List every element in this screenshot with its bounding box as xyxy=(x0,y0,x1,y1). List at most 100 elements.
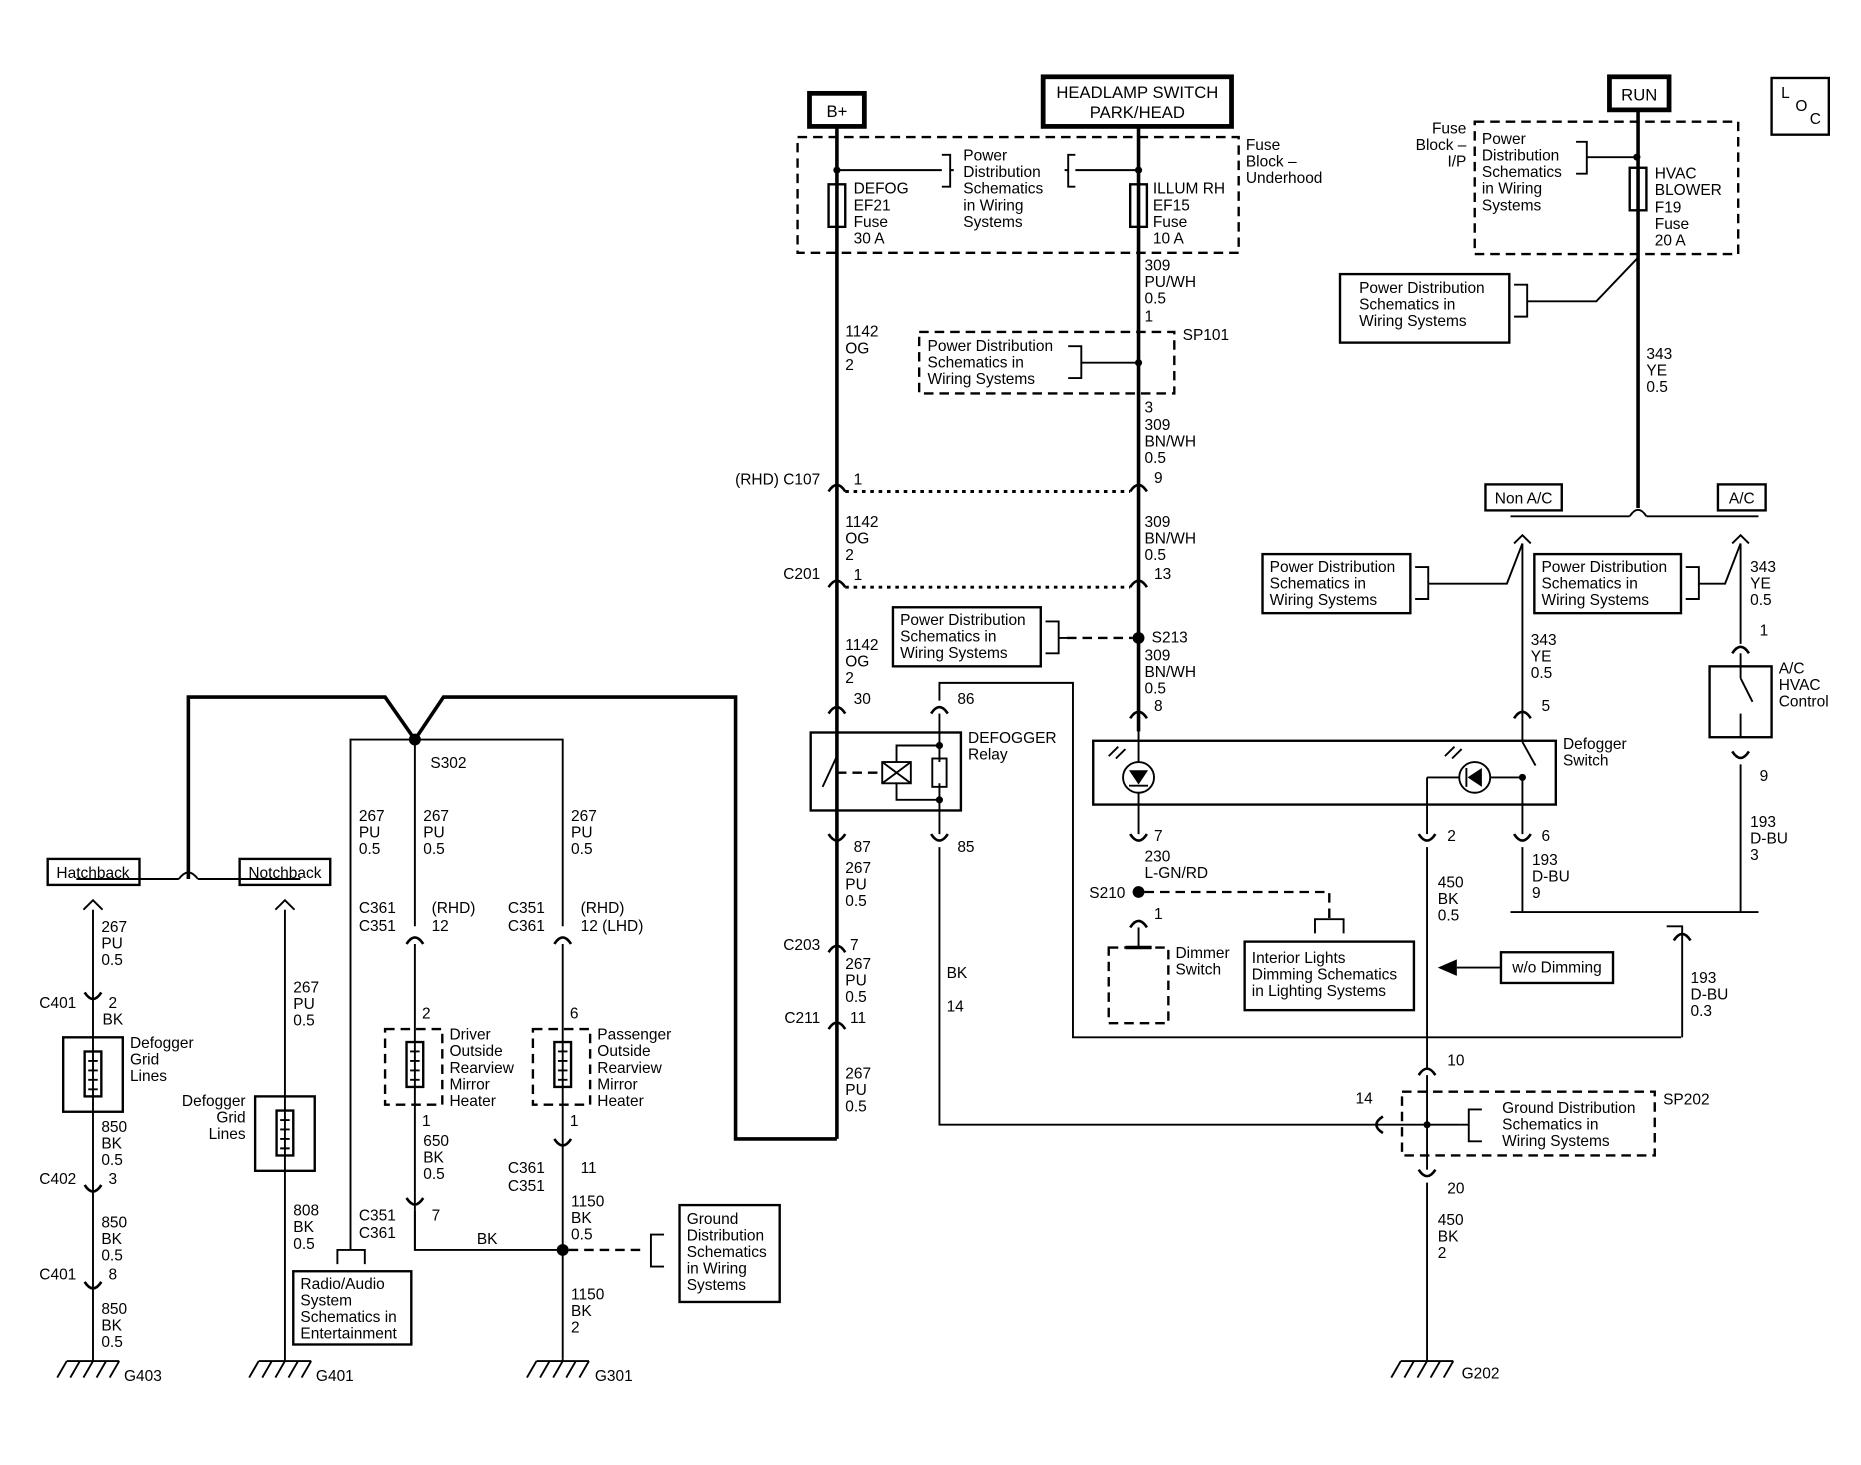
dimmer-switch-label-2: Switch xyxy=(1175,962,1221,979)
passenger-mirror-4: Mirror xyxy=(597,1076,637,1093)
driver-connector-1: C361 xyxy=(359,900,396,917)
ref-ground-dist-sp202-1: Ground Distribution xyxy=(1502,1100,1635,1117)
wire-193-c-2: D-BU xyxy=(1691,987,1729,1004)
loc-icon: L O C xyxy=(1770,76,1831,136)
passenger-bottom-pin: 11 xyxy=(581,1160,597,1177)
ground-g202-label: G202 xyxy=(1462,1366,1500,1383)
wire-309-b-2: BN/WH xyxy=(1144,434,1196,451)
wire-1142-c-2: OG xyxy=(845,653,869,670)
ref-power-dist-e-1: Power Distribution xyxy=(1359,280,1485,297)
wire-343-c-1: 343 xyxy=(1750,559,1776,576)
wire-267-d-3: 0.5 xyxy=(359,841,381,858)
wire-309-d-3: 0.5 xyxy=(1144,681,1166,698)
s213-label: S213 xyxy=(1152,630,1188,647)
wire-1142-b-1: 1142 xyxy=(845,514,878,531)
b-plus-label: B+ xyxy=(826,102,847,121)
wire-267-h-2: PU xyxy=(293,996,315,1013)
ref-power-dist-d-3: Wiring Systems xyxy=(900,645,1008,662)
wire-267-e-1: 267 xyxy=(423,808,449,825)
wire-343-c-3: 0.5 xyxy=(1750,592,1772,609)
driver-bottom-pin: 7 xyxy=(432,1207,441,1224)
defogger-switch-label-1: Defogger xyxy=(1563,736,1627,753)
wire-1150-b-1: 1150 xyxy=(571,1287,604,1304)
wire-267-f-1: 267 xyxy=(571,808,597,825)
relay-pin-87: 87 xyxy=(854,839,871,856)
ac-label: A/C xyxy=(1729,490,1755,507)
wire-230-1: 230 xyxy=(1144,848,1170,865)
ref-power-dist-c-4: in Wiring xyxy=(1482,181,1542,198)
ref-power-dist-f-3: Wiring Systems xyxy=(1270,592,1378,609)
fuse-defog-2: EF21 xyxy=(854,197,891,214)
headlamp-switch-label-1: HEADLAMP SWITCH xyxy=(1056,83,1218,102)
wire-850-b-3: 0.5 xyxy=(101,1248,123,1265)
wire-1142-a-2: OG xyxy=(845,340,869,357)
defogger-relay-label-1: DEFOGGER xyxy=(968,730,1057,747)
wire-309-c-2: BN/WH xyxy=(1144,531,1196,548)
ref-power-dist-c-1: Power xyxy=(1482,131,1526,148)
driver-rhd-2: 12 xyxy=(432,918,449,935)
ref-ground-dist-g301-3: Schematics xyxy=(687,1244,767,1261)
sp202-pin-10: 10 xyxy=(1447,1053,1464,1070)
wire-267-a-3: 0.5 xyxy=(845,893,867,910)
ref-power-dist-f-1: Power Distribution xyxy=(1270,559,1396,576)
c201-label: C201 xyxy=(783,566,820,583)
wire-450-a-3: 0.5 xyxy=(1438,907,1460,924)
wire-1150-b-3: 2 xyxy=(571,1320,580,1337)
wire-193-c-1: 193 xyxy=(1691,970,1717,987)
c402-pin: 3 xyxy=(108,1171,117,1188)
ref-power-dist-e-3: Wiring Systems xyxy=(1359,313,1467,330)
wire-309-d-2: BN/WH xyxy=(1144,664,1196,681)
fuse-illum-4: 10 A xyxy=(1153,230,1185,247)
s210-pin: 1 xyxy=(1154,906,1163,923)
svg-text:O: O xyxy=(1795,98,1807,115)
grid-hatch-3: Lines xyxy=(130,1068,167,1085)
ac-hvac-control-3: Control xyxy=(1779,694,1829,711)
driver-mirror-2: Outside xyxy=(449,1043,502,1060)
grid-hatch-2: Grid xyxy=(130,1052,159,1069)
c402-label: C402 xyxy=(39,1171,76,1188)
fuse-block-underhood-1: Fuse xyxy=(1246,137,1280,154)
c401-top-pin: 2 xyxy=(108,995,117,1012)
ref-ground-dist-sp202-3: Wiring Systems xyxy=(1502,1133,1610,1150)
wire-bk-relay: BK xyxy=(947,965,968,982)
grid-notch-1: Defogger xyxy=(182,1093,246,1110)
wire-1142-b-2: OG xyxy=(845,531,869,548)
ground-g401-icon xyxy=(248,1360,312,1379)
wire-808-1: 808 xyxy=(293,1203,319,1220)
svg-text:C: C xyxy=(1810,111,1821,128)
wire-267-g-1: 267 xyxy=(101,919,127,936)
driver-mirror-1: Driver xyxy=(449,1027,490,1044)
ac-pin-9: 9 xyxy=(1760,768,1769,785)
wire-267-e-3: 0.5 xyxy=(423,841,445,858)
ref-power-dist-a-2: Distribution xyxy=(963,164,1040,181)
fuse-block-underhood-2: Block – xyxy=(1246,154,1297,171)
ac-hvac-control-2: HVAC xyxy=(1779,677,1821,694)
wire-650-2: BK xyxy=(423,1150,444,1167)
passenger-mirror-2: Outside xyxy=(597,1043,650,1060)
wire-267-g-2: PU xyxy=(101,936,123,953)
fuse-block-underhood-3: Underhood xyxy=(1246,170,1323,187)
ref-power-dist-f-2: Schematics in xyxy=(1270,575,1366,592)
fuse-defog-1: DEFOG xyxy=(854,181,909,198)
fuse-hvac-4: Fuse xyxy=(1655,216,1689,233)
ref-interior-lights-3: in Lighting Systems xyxy=(1252,983,1386,1000)
wire-1150-b-2: BK xyxy=(571,1303,592,1320)
ref-radio-audio-4: Entertainment xyxy=(300,1326,397,1343)
wire-309-b-3: 0.5 xyxy=(1144,450,1166,467)
wire-267-d-1: 267 xyxy=(359,808,385,825)
sp101-pin-3: 3 xyxy=(1144,399,1153,416)
switch-pin-6: 6 xyxy=(1541,828,1550,845)
wire-267-h-3: 0.5 xyxy=(293,1013,315,1030)
wire-267-g-3: 0.5 xyxy=(101,952,123,969)
headlamp-switch-label-2: PARK/HEAD xyxy=(1090,103,1185,122)
wire-267-f-3: 0.5 xyxy=(571,841,593,858)
passenger-connector-1: C351 xyxy=(508,900,545,917)
wire-808-3: 0.5 xyxy=(293,1236,315,1253)
wire-850-b-1: 850 xyxy=(101,1215,127,1232)
wire-343-b-1: 343 xyxy=(1531,632,1557,649)
s302-label: S302 xyxy=(430,755,466,772)
c107-label: (RHD) C107 xyxy=(735,471,820,488)
wire-bk-grid: BK xyxy=(103,1011,124,1028)
wire-1150-a-1: 1150 xyxy=(571,1193,604,1210)
fuse-block-ip-3: I/P xyxy=(1447,154,1466,171)
